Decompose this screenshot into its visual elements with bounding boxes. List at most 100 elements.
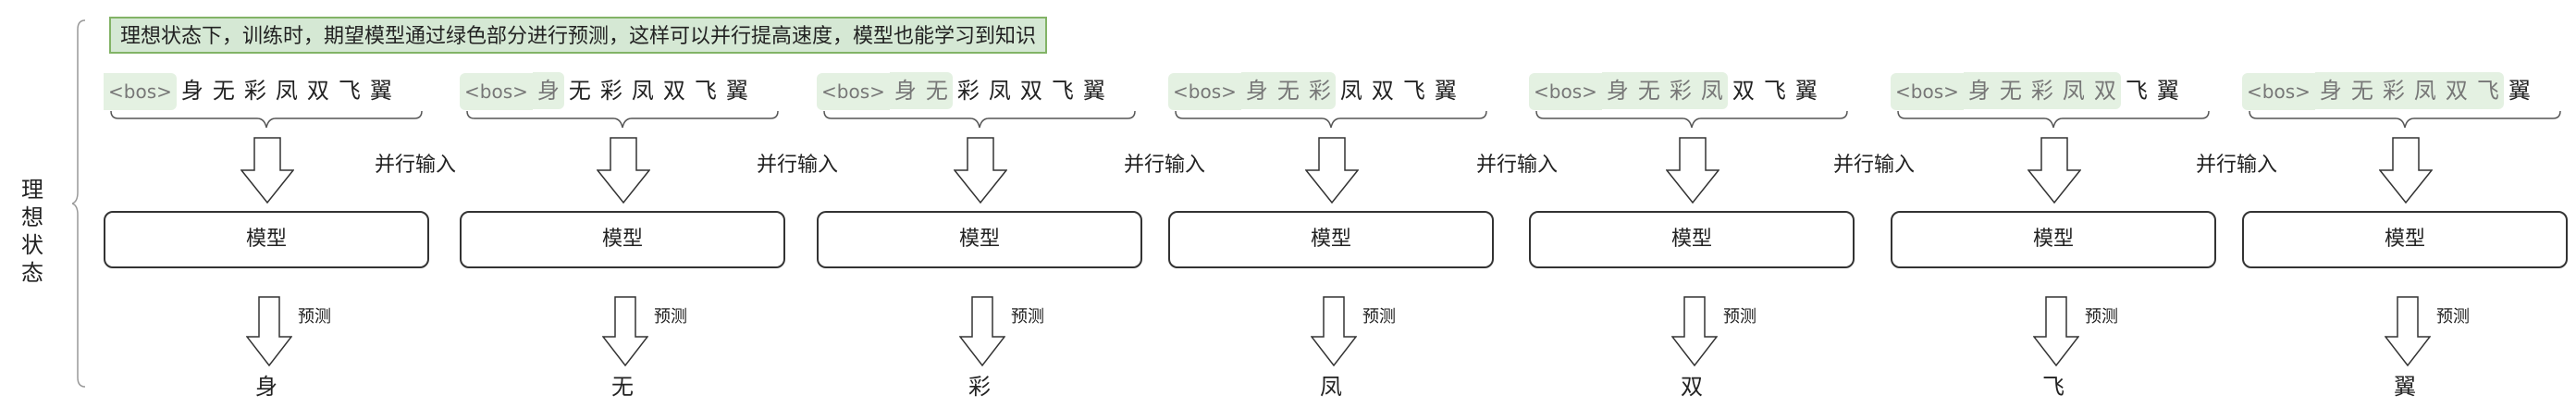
token: 无	[563, 72, 596, 109]
step-column: <bos>身无彩凤双飞翼模型预测彩	[817, 0, 1142, 408]
token: 无	[920, 72, 953, 109]
model-box: 模型	[1891, 211, 2216, 268]
down-arrow-icon	[1305, 137, 1359, 204]
predict-arrow-icon	[246, 296, 292, 366]
token-row: <bos>身无彩凤双飞翼	[460, 72, 785, 110]
token: 飞	[1758, 72, 1791, 109]
predict-label: 预测	[1723, 307, 1756, 327]
token: 无	[1272, 72, 1304, 109]
down-arrow-icon	[2028, 137, 2081, 204]
token: <bos>	[104, 73, 177, 110]
token: 翼	[1078, 72, 1110, 109]
step-column: <bos>身无彩凤双飞翼模型预测凤	[1168, 0, 1494, 408]
token-row: <bos>身无彩凤双飞翼	[817, 72, 1142, 110]
token: 双	[2089, 72, 2121, 109]
predict-arrow-icon	[959, 296, 1005, 366]
down-arrow-icon	[2379, 137, 2433, 204]
token: 身	[176, 72, 208, 109]
parallel-input-label: 并行输入	[2196, 154, 2278, 177]
predict-label: 预测	[298, 307, 331, 327]
model-box: 模型	[1168, 211, 1494, 268]
token: 身	[532, 72, 564, 109]
token: 翼	[1429, 72, 1461, 109]
predict-arrow-icon	[1671, 296, 1718, 366]
note-box: 理想状态下，训练时，期望模型通过绿色部分进行预测，这样可以并行提高速度，模型也能…	[109, 17, 1048, 54]
token-row: <bos>身无彩凤双飞翼	[1891, 72, 2216, 110]
token: 身	[2314, 72, 2347, 109]
output-token: 双	[1681, 374, 1703, 400]
token: 无	[1633, 72, 1665, 109]
token: 飞	[2120, 72, 2152, 109]
token: 身	[1963, 72, 1995, 109]
token: 彩	[2026, 72, 2058, 109]
down-arrow-icon	[954, 137, 1007, 204]
token: 彩	[952, 72, 984, 109]
token: 翼	[364, 72, 397, 109]
step-column: <bos>身无彩凤双飞翼模型预测身	[104, 0, 429, 408]
token: 双	[1727, 72, 1759, 109]
input-brace	[1535, 110, 1848, 129]
step-column: <bos>身无彩凤双飞翼模型预测飞	[1891, 0, 2216, 408]
token: 无	[1994, 72, 2027, 109]
token: 双	[2440, 72, 2472, 109]
token: 身	[1240, 72, 1273, 109]
token: 彩	[1664, 72, 1696, 109]
output-token: 彩	[968, 374, 991, 400]
predict-arrow-icon	[2385, 296, 2431, 366]
token: 翼	[721, 72, 753, 109]
token: 凤	[2057, 72, 2089, 109]
token: 双	[1015, 72, 1047, 109]
token: <bos>	[1168, 73, 1241, 110]
token: 凤	[983, 72, 1016, 109]
token: 翼	[2503, 72, 2535, 109]
predict-arrow-icon	[1311, 296, 1357, 366]
model-box: 模型	[460, 211, 785, 268]
token: 彩	[1303, 72, 1336, 109]
output-token: 凤	[1320, 374, 1342, 400]
token: 无	[2346, 72, 2378, 109]
input-brace	[823, 110, 1136, 129]
token: 凤	[1335, 72, 1367, 109]
predict-label: 预测	[1011, 307, 1044, 327]
token-row: <bos>身无彩凤双飞翼	[1168, 72, 1494, 110]
token: 飞	[1046, 72, 1078, 109]
token: <bos>	[817, 73, 890, 110]
token: 飞	[689, 72, 721, 109]
token: 彩	[595, 72, 627, 109]
output-token: 无	[611, 374, 634, 400]
token: 凤	[2409, 72, 2441, 109]
token: 飞	[1398, 72, 1430, 109]
predict-label: 预测	[2085, 307, 2118, 327]
input-brace	[1175, 110, 1487, 129]
down-arrow-icon	[1666, 137, 1719, 204]
model-box: 模型	[817, 211, 1142, 268]
predict-arrow-icon	[602, 296, 648, 366]
parallel-input-label: 并行输入	[1833, 154, 1916, 177]
model-box: 模型	[104, 211, 429, 268]
token: 无	[207, 72, 240, 109]
token: 身	[1601, 72, 1633, 109]
down-arrow-icon	[240, 137, 294, 204]
step-column: <bos>身无彩凤双飞翼模型预测双	[1529, 0, 1855, 408]
input-brace	[1897, 110, 2210, 129]
token: 凤	[1695, 72, 1728, 109]
token: 双	[1366, 72, 1399, 109]
output-token: 飞	[2042, 374, 2064, 400]
step-column: <bos>身无彩凤双飞翼模型预测 翼	[2242, 0, 2568, 408]
token: 凤	[626, 72, 659, 109]
token-row: <bos>身无彩凤双飞翼	[2242, 72, 2568, 110]
token: 双	[658, 72, 690, 109]
token: 翼	[1790, 72, 1822, 109]
model-box: 模型	[1529, 211, 1855, 268]
input-brace	[110, 110, 423, 129]
token: 飞	[2471, 72, 2504, 109]
parallel-input-label: 并行输入	[1476, 154, 1559, 177]
output-token: 身	[255, 374, 277, 400]
token: <bos>	[460, 73, 533, 110]
input-brace	[466, 110, 779, 129]
model-box: 模型	[2242, 211, 2568, 268]
token-row: <bos>身无彩凤双飞翼	[1529, 72, 1855, 110]
side-label: 理想状态	[21, 177, 43, 286]
step-column: <bos>身无彩凤双飞翼模型预测无	[460, 0, 785, 408]
predict-label: 预测	[2436, 307, 2470, 327]
